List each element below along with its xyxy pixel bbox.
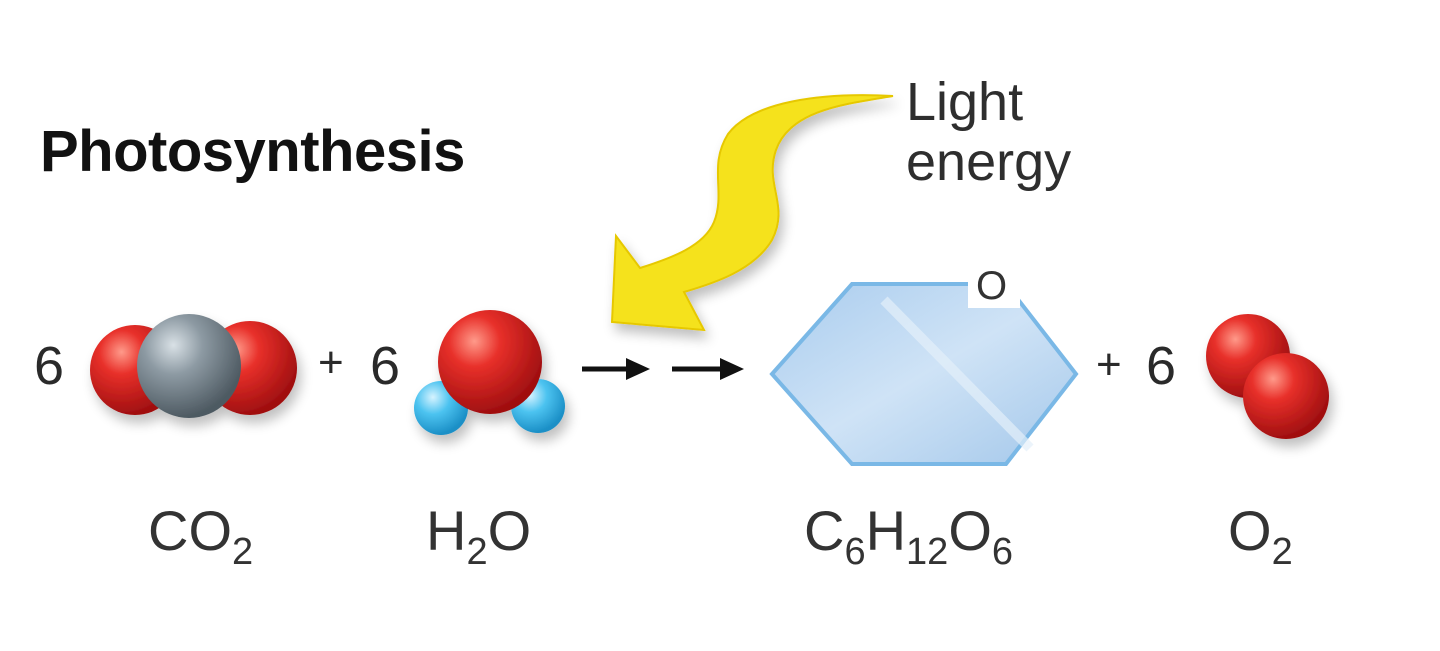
glucose-ring-oxygen: O — [976, 264, 1008, 308]
o2-formula: O2 — [1228, 499, 1293, 573]
light-energy-line2: energy — [906, 132, 1072, 192]
light-energy-line1: Light — [906, 72, 1024, 132]
light-energy-label: Light energy — [906, 72, 1071, 192]
light-arrow-icon — [610, 94, 894, 332]
co2-coefficient: 6 — [34, 336, 65, 396]
h2o-formula: H2O — [426, 499, 532, 573]
h2o-molecule-icon — [414, 310, 565, 435]
glucose-formula: C6H12O6 — [804, 499, 1014, 573]
plus-sign-1: + — [318, 338, 344, 387]
diagram-title: Photosynthesis — [40, 119, 465, 184]
co2-formula: CO2 — [148, 499, 254, 573]
reaction-arrow-icon — [582, 358, 744, 380]
o2-coefficient: 6 — [1146, 336, 1177, 396]
plus-sign-2: + — [1096, 340, 1122, 389]
o2-molecule-icon — [1206, 314, 1329, 439]
h2o-coefficient: 6 — [370, 336, 401, 396]
glucose-ring-icon — [769, 262, 1079, 466]
co2-molecule-icon — [90, 314, 297, 418]
